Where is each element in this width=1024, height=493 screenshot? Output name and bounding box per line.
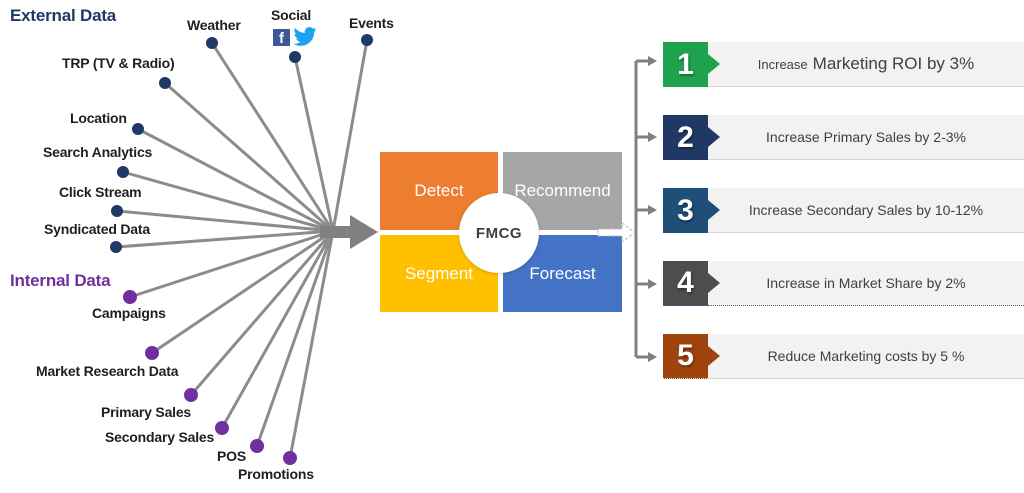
outcome-4-number: 4 xyxy=(677,266,694,299)
dot-pos xyxy=(250,439,264,453)
outcome-1-text-prefix: Increase xyxy=(757,56,808,72)
outcome-3-number: 3 xyxy=(677,193,694,227)
outcome-4-chevron-icon xyxy=(708,273,720,293)
source-label-location: Location xyxy=(70,110,127,126)
outcome-1-number-tab: 1 xyxy=(663,42,708,87)
outcome-2-number: 2 xyxy=(677,120,694,154)
outcome-3-chevron-icon xyxy=(708,200,720,220)
dot-secondary-sales xyxy=(215,421,229,435)
dot-click-stream xyxy=(111,205,123,217)
source-connector-lines xyxy=(115,39,369,459)
external-data-heading: External Data xyxy=(10,6,117,25)
quadrant-recommend-label: Recommend xyxy=(514,181,611,200)
merge-arrow-icon xyxy=(320,215,378,249)
source-label-primary-sales: Primary Sales xyxy=(101,404,192,420)
twitter-icon xyxy=(293,27,317,46)
quadrant-forecast-label: Forecast xyxy=(529,263,596,283)
quadrant-segment-label: Segment xyxy=(404,263,474,283)
dot-social xyxy=(289,51,301,63)
outcome-4-text-bar: Increase in Market Share by 2% xyxy=(708,261,1024,306)
dot-events xyxy=(361,34,373,46)
quadrant-detect-label: Detect xyxy=(414,181,464,200)
dot-campaigns xyxy=(123,290,137,304)
source-label-events: Events xyxy=(349,15,394,31)
outcome-2-text: Increase Primary Sales by 2-3% xyxy=(766,129,966,145)
internal-data-heading: Internal Data xyxy=(10,271,111,290)
source-label-trp: TRP (TV & Radio) xyxy=(62,55,175,71)
source-label-click-stream: Click Stream xyxy=(59,184,142,200)
source-label-weather: Weather xyxy=(187,17,241,33)
dot-search-analytics xyxy=(117,166,129,178)
outcome-1-text-main: Marketing ROI by 3% xyxy=(812,54,975,73)
outcome-4-number-tab: 4 xyxy=(663,261,708,306)
outcome-5-number-tab: 5 xyxy=(663,334,708,379)
outcome-1-text-bar: Increase Marketing ROI by 3% xyxy=(708,42,1024,87)
outcome-5-text-bar: Reduce Marketing costs by 5 % xyxy=(708,334,1024,379)
branch-arrowhead-icons xyxy=(648,56,657,362)
dot-syndicated-data xyxy=(110,241,122,253)
outcome-1-chevron-icon xyxy=(708,54,720,74)
fmcg-hub-label: FMCG xyxy=(475,224,523,242)
outcome-3-text-bar: Increase Secondary Sales by 10-12% xyxy=(708,188,1024,233)
outcome-2-chevron-icon xyxy=(708,127,720,147)
source-label-promotions: Promotions xyxy=(238,466,314,482)
outcome-2-number-tab: 2 xyxy=(663,115,708,160)
outcome-2-text-bar: Increase Primary Sales by 2-3% xyxy=(708,115,1024,160)
source-label-social: Social xyxy=(271,7,312,23)
dot-location xyxy=(132,123,144,135)
source-label-market-research-data: Market Research Data xyxy=(36,363,179,379)
dot-promotions xyxy=(283,451,297,465)
outcome-1-number: 1 xyxy=(677,47,694,81)
dot-trp xyxy=(159,77,171,89)
source-label-syndicated-data: Syndicated Data xyxy=(44,221,150,237)
facebook-icon: f xyxy=(272,28,291,47)
outcome-3-text: Increase Secondary Sales by 10-12% xyxy=(748,202,984,218)
source-label-secondary-sales: Secondary Sales xyxy=(105,429,215,445)
fmcg-hub: FMCG xyxy=(459,193,539,273)
quadrant-segment: Segment xyxy=(380,235,498,312)
outcome-4-text: Increase in Market Share by 2% xyxy=(766,275,966,291)
outcome-5-chevron-icon xyxy=(708,346,720,366)
dot-primary-sales xyxy=(184,388,198,402)
outcome-5-text: Reduce Marketing costs by 5 % xyxy=(767,348,965,364)
dot-weather xyxy=(206,37,218,49)
source-label-campaigns: Campaigns xyxy=(92,305,166,321)
dot-market-research-data xyxy=(145,346,159,360)
outcome-3-number-tab: 3 xyxy=(663,188,708,233)
outcome-5-number: 5 xyxy=(677,339,694,372)
source-label-pos: POS xyxy=(217,448,246,464)
hub-output-arrow-icon xyxy=(597,222,636,243)
source-label-search-analytics: Search Analytics xyxy=(43,144,153,160)
outcome-connector-lines xyxy=(634,59,648,359)
